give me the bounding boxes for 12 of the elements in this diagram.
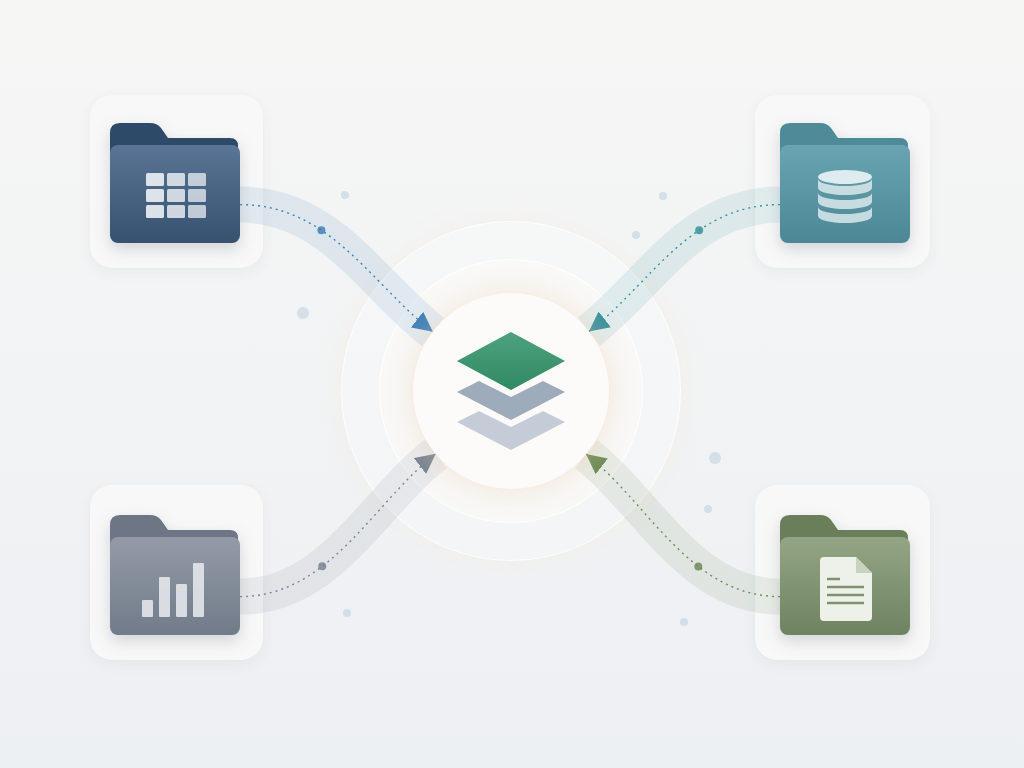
arrow [588, 203, 781, 333]
card-panel [90, 95, 263, 268]
card-panel [90, 485, 263, 660]
arrow [585, 453, 781, 598]
arrow [239, 453, 437, 598]
folder-picture [780, 515, 910, 635]
folder-picture [110, 123, 240, 243]
card-panel [755, 95, 930, 268]
arrow [239, 203, 434, 333]
folder-picture [780, 123, 910, 243]
folder-picture [110, 515, 240, 635]
card-panel [755, 485, 930, 660]
